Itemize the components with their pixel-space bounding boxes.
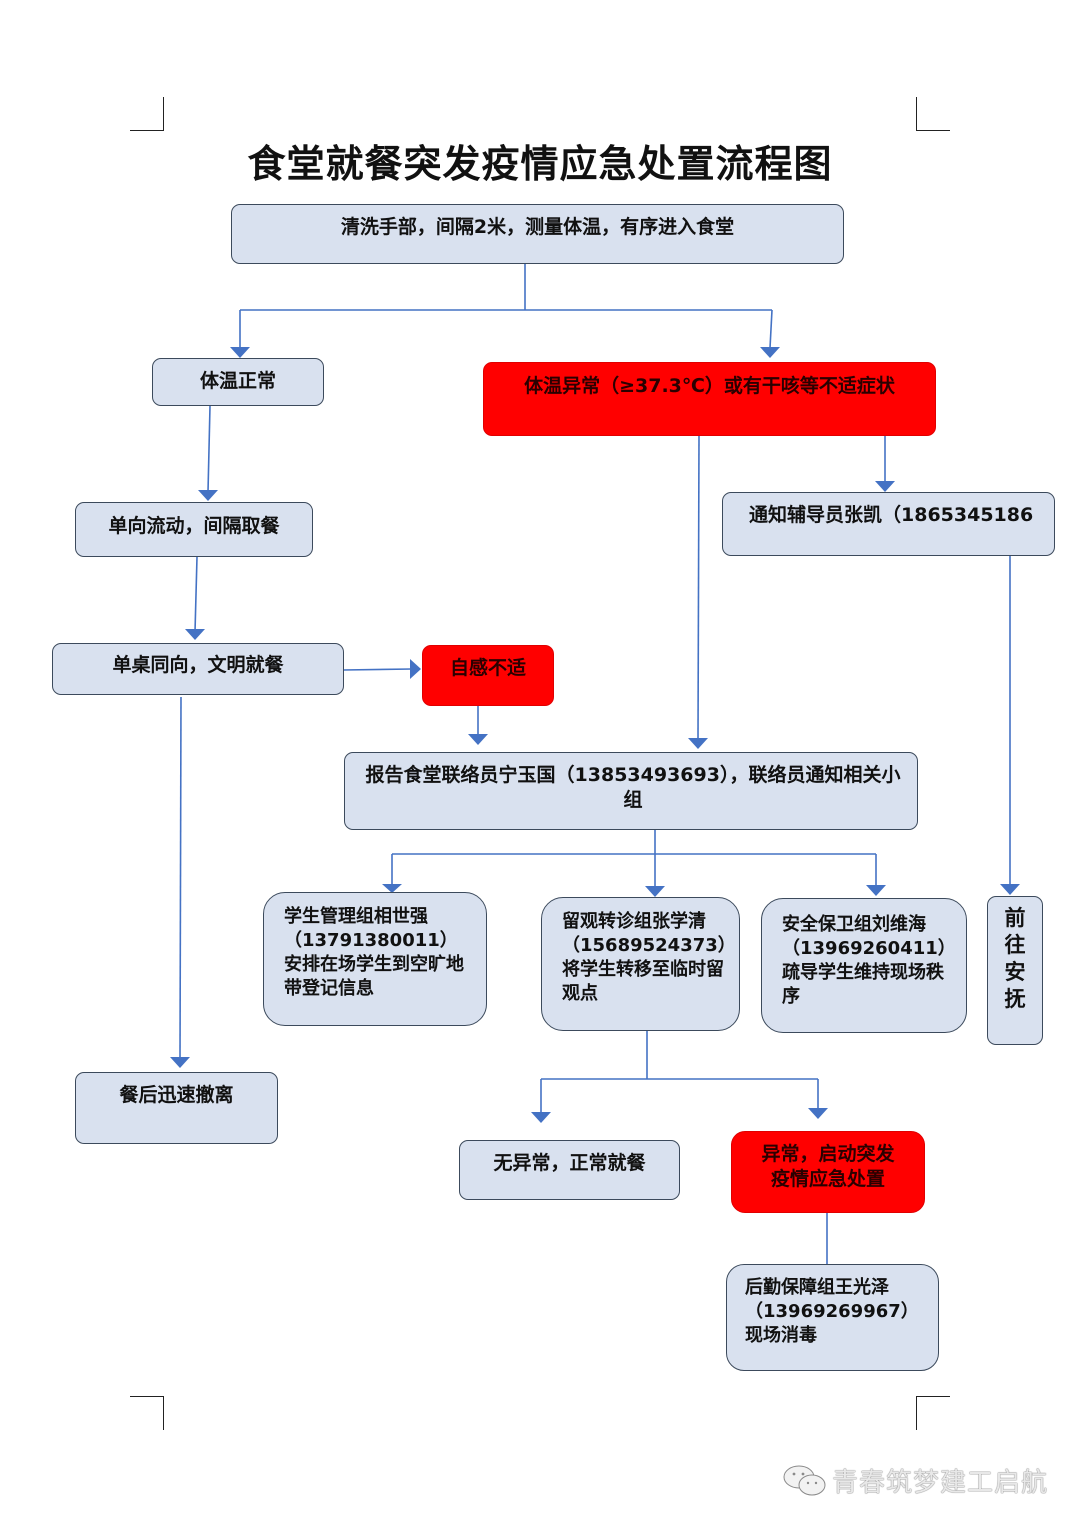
arrow-table-to-unwell	[342, 668, 413, 671]
node-security: 安全保卫组刘维海（13969260411）疏导学生维持现场秩序	[761, 898, 967, 1033]
arrowhead-report-right	[688, 738, 708, 749]
node-student-mgmt: 学生管理组相世强（13791380011）安排在场学生到空旷地带登记信息	[263, 892, 487, 1026]
arrowhead-student-mgmt	[382, 884, 402, 893]
arrow-normal-to-oneway	[207, 405, 211, 493]
node-observation-text: 留观转诊组张学清（15689524373）将学生转移至临时留观点	[562, 911, 727, 1004]
arrowhead-leave	[170, 1057, 190, 1068]
node-temp-normal: 体温正常	[152, 358, 324, 406]
arrow-oneway-to-table	[194, 556, 198, 633]
node-single-table: 单桌同向，文明就餐	[52, 643, 344, 695]
arrowhead-comfort	[1000, 884, 1020, 895]
node-abnormal-start-text: 异常，启动突发疫情应急处置	[761, 1143, 895, 1190]
node-report-text: 报告食堂联络员宁玉国（13853493693），联络员通知相关小组	[365, 764, 901, 811]
arrowhead-counselor	[875, 481, 895, 492]
node-notify-counselor-text: 通知辅导员张凯（1865345186	[749, 504, 1034, 526]
node-entry-text: 清洗手部，间隔2米，测量体温，有序进入食堂	[340, 216, 735, 238]
arrow-table-to-leave	[179, 696, 182, 1059]
node-logistics: 后勤保障组王光泽（13969269967）现场消毒	[726, 1264, 939, 1371]
arrowhead-observation	[645, 886, 665, 897]
node-one-way-text: 单向流动，间隔取餐	[108, 515, 280, 537]
crop-mark-top-right	[916, 97, 950, 131]
crop-mark-top-left	[130, 97, 164, 131]
arrowhead-unwell	[410, 659, 421, 679]
connector-observation-split	[541, 1030, 818, 1080]
node-no-abnormal: 无异常，正常就餐	[459, 1140, 680, 1200]
arrowhead-no-abnormal	[531, 1112, 551, 1123]
node-leave-quickly: 餐后迅速撤离	[75, 1072, 278, 1144]
node-one-way: 单向流动，间隔取餐	[75, 502, 313, 557]
arrow-to-temp-abnormal	[769, 309, 773, 349]
arrowhead-security	[866, 885, 886, 896]
node-security-text: 安全保卫组刘维海（13969260411）疏导学生维持现场秩序	[782, 914, 956, 1007]
node-report: 报告食堂联络员宁玉国（13853493693），联络员通知相关小组	[344, 752, 918, 830]
node-leave-quickly-text: 餐后迅速撤离	[119, 1084, 234, 1106]
node-feel-unwell-text: 自感不适	[449, 657, 526, 679]
arrow-abnormal-to-report	[697, 435, 700, 741]
connector-report-split	[392, 830, 876, 855]
node-notify-counselor: 通知辅导员张凯（1865345186	[722, 492, 1055, 556]
arrowhead-oneway	[198, 490, 218, 501]
node-entry: 清洗手部，间隔2米，测量体温，有序进入食堂	[231, 204, 844, 264]
arrowhead-table	[185, 629, 205, 640]
watermark-text: 青春筑梦建工启航	[832, 1468, 1049, 1498]
node-go-comfort-text: 前往安抚	[1004, 906, 1026, 1011]
arrowhead-temp-normal	[230, 347, 250, 358]
node-observation: 留观转诊组张学清（15689524373）将学生转移至临时留观点	[541, 897, 740, 1031]
connector-entry-split	[240, 264, 772, 311]
node-abnormal-start: 异常，启动突发疫情应急处置	[731, 1131, 925, 1213]
node-go-comfort: 前往安抚	[987, 896, 1043, 1045]
arrowhead-temp-abnormal	[760, 347, 780, 358]
node-feel-unwell: 自感不适	[422, 645, 554, 706]
page-title: 食堂就餐突发疫情应急处置流程图	[247, 142, 833, 186]
node-logistics-text: 后勤保障组王光泽（13969269967）现场消毒	[745, 1277, 919, 1346]
node-temp-abnormal: 体温异常（≥37.3℃）或有干咳等不适症状	[483, 362, 936, 436]
crop-mark-bottom-left	[130, 1396, 164, 1430]
wechat-icon	[783, 1465, 826, 1496]
arrowhead-abnormal-start	[808, 1108, 828, 1119]
node-single-table-text: 单桌同向，文明就餐	[112, 654, 284, 676]
arrowhead-report-left	[468, 734, 488, 745]
node-student-mgmt-text: 学生管理组相世强（13791380011）安排在场学生到空旷地带登记信息	[284, 906, 464, 999]
node-no-abnormal-text: 无异常，正常就餐	[493, 1152, 646, 1174]
node-temp-abnormal-text: 体温异常（≥37.3℃）或有干咳等不适症状	[524, 375, 895, 397]
node-temp-normal-text: 体温正常	[199, 370, 276, 392]
crop-mark-bottom-right	[916, 1396, 950, 1430]
